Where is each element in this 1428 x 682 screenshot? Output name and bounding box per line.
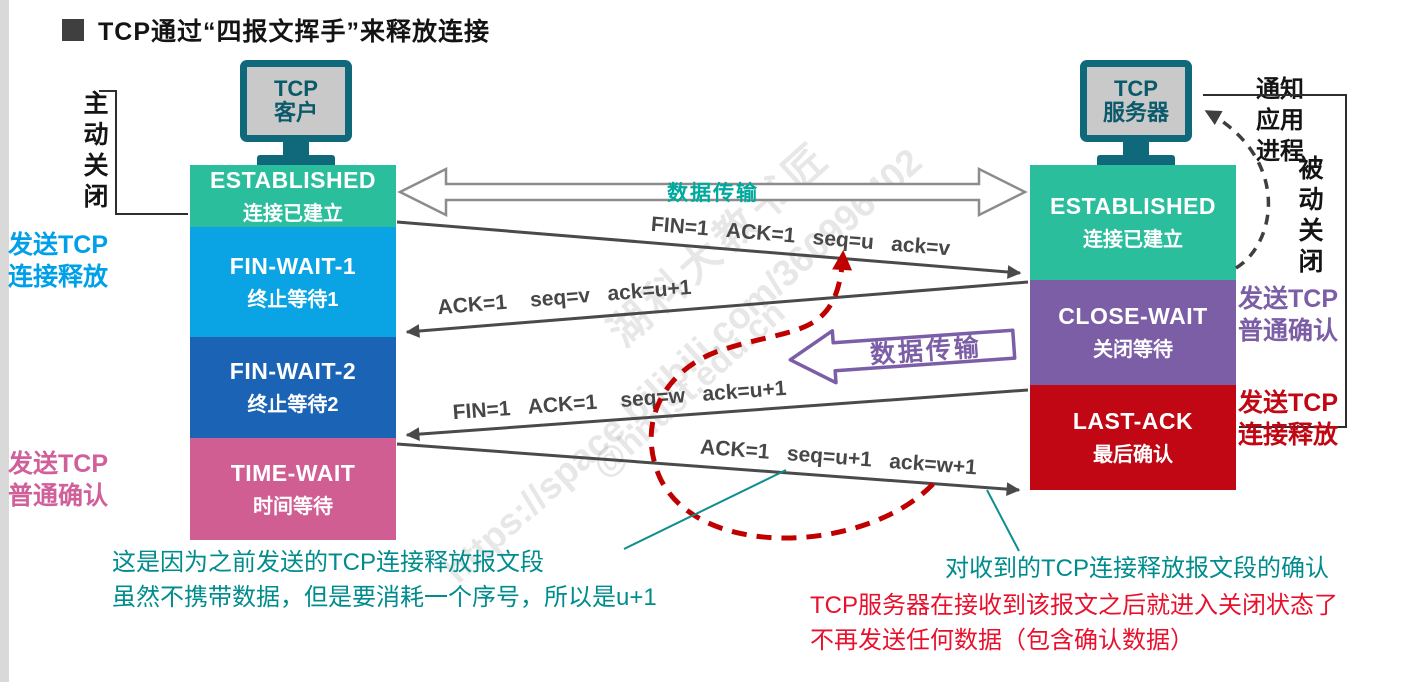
fin2-arrow: [405, 388, 1029, 441]
client-device-label: TCP 客户: [274, 77, 318, 125]
label-line: 连接释放: [8, 263, 109, 291]
label-line: 发送TCP: [1238, 285, 1339, 313]
seq-note-line2: 虽然不携带数据，但是要消耗一个序号，所以是u+1: [112, 584, 657, 611]
state-name-en: FIN-WAIT-2: [229, 358, 357, 384]
label-line: 发送TCP: [8, 231, 109, 259]
notify-app-line2: 应用: [1256, 107, 1304, 134]
client-monitor-frame: TCP 客户: [240, 60, 352, 142]
state-name-zh: 最后确认: [1093, 444, 1173, 466]
notify-app-line1: 通知: [1256, 76, 1304, 103]
server-close-note: TCP服务器在接收到该报文之后就进入关闭状态了 不再发送任何数据（包含确认数据）: [810, 588, 1338, 658]
label-line: 发送TCP: [1238, 389, 1339, 417]
state-name-en: CLOSE-WAIT: [1058, 303, 1208, 329]
data-transfer-banner-shape: [788, 328, 1017, 385]
state-name-en: LAST-ACK: [1072, 408, 1194, 434]
passive-close-label: 被动关闭: [1295, 155, 1323, 279]
client-state-fin-wait-2: FIN-WAIT-2 终止等待2: [190, 337, 396, 438]
state-name-zh: 连接已建立: [1083, 229, 1183, 251]
ack-note-pointer-line: [986, 489, 1020, 552]
server-send-release-label: 发送TCP 连接释放: [1238, 387, 1338, 451]
active-close-label: 主动关闭: [80, 90, 108, 214]
title-bullet-square: [62, 19, 84, 41]
state-name-zh: 终止等待2: [247, 394, 339, 416]
passive-close-bracket: [1203, 94, 1347, 428]
fin2-label: FIN=1 ACK=1 seq=w ack=u+1: [452, 377, 788, 424]
data-transfer-double-arrow: [397, 166, 1028, 218]
server-device-label-line1: TCP: [1113, 76, 1158, 101]
diagram-title: TCP通过“四报文挥手”来释放连接: [62, 12, 490, 48]
label-line: 普通确认: [8, 482, 109, 510]
data-transfer-top-label: 数据传输: [667, 181, 759, 205]
server-monitor-neck: [1123, 142, 1149, 155]
label-line: 连接释放: [1238, 421, 1339, 449]
server-close-line1: TCP服务器在接收到该报文之后就进入关闭状态了: [810, 592, 1338, 619]
server-device-label: TCP 服务器: [1103, 77, 1169, 125]
client-monitor-neck: [283, 142, 309, 155]
client-computer-icon: TCP 客户: [240, 60, 352, 171]
label-line: 发送TCP: [8, 450, 109, 478]
seq-note-pointer-line: [623, 469, 787, 550]
state-name-en: ESTABLISHED: [209, 166, 377, 193]
server-state-close-wait: CLOSE-WAIT 关闭等待: [1030, 280, 1236, 385]
left-edge-strip: [0, 0, 9, 682]
server-close-line2: 不再发送任何数据（包含确认数据）: [810, 627, 1194, 654]
notify-app-line3: 进程: [1256, 138, 1304, 165]
notify-app-label: 通知 应用 进程: [1256, 74, 1304, 167]
state-name-en: TIME-WAIT: [230, 459, 356, 486]
seq-consumption-dashed-arrow: [648, 250, 935, 541]
client-state-time-wait: TIME-WAIT 时间等待: [190, 438, 396, 540]
label-line: 普通确认: [1238, 317, 1339, 345]
fin1-label: FIN=1 ACK=1 seq=u ack=v: [650, 213, 951, 261]
data-transfer-banner: 数据传输: [788, 328, 1017, 385]
notify-app-dashed-arrow: [1204, 109, 1271, 270]
title-text: TCP通过“四报文挥手”来释放连接: [98, 18, 491, 46]
active-close-bracket: [99, 90, 188, 215]
client-state-established: ESTABLISHED 连接已建立: [190, 165, 396, 227]
server-state-established: ESTABLISHED 连接已建立: [1030, 165, 1236, 280]
client-state-fin-wait-1: FIN-WAIT-1 终止等待1: [190, 227, 396, 337]
state-name-zh: 终止等待1: [247, 288, 339, 311]
server-monitor-frame: TCP 服务器: [1080, 60, 1192, 142]
ack2-arrow: [396, 442, 1021, 496]
client-send-release-label: 发送TCP 连接释放: [8, 229, 108, 293]
server-device-label-line2: 服务器: [1102, 100, 1169, 125]
client-device-label-line2: 客户: [273, 100, 318, 125]
state-name-zh: 连接已建立: [243, 202, 343, 225]
ack1-arrow: [405, 280, 1029, 338]
server-computer-icon: TCP 服务器: [1080, 60, 1192, 171]
seq-note-line1: 这是因为之前发送的TCP连接释放报文段: [112, 549, 544, 576]
state-name-en: ESTABLISHED: [1049, 193, 1217, 219]
state-name-en: FIN-WAIT-1: [229, 252, 357, 279]
ack-note: 对收到的TCP连接释放报文段的确认: [945, 555, 1329, 582]
client-send-ack-label: 发送TCP 普通确认: [8, 448, 108, 512]
seq-consumption-note: 这是因为之前发送的TCP连接释放报文段 虽然不携带数据，但是要消耗一个序号，所以…: [112, 545, 657, 615]
server-send-ack-label: 发送TCP 普通确认: [1238, 283, 1338, 347]
fin1-arrow: [396, 220, 1022, 279]
client-device-label-line1: TCP: [273, 76, 318, 101]
state-name-zh: 时间等待: [253, 495, 333, 518]
server-state-last-ack: LAST-ACK 最后确认: [1030, 385, 1236, 490]
state-name-zh: 关闭等待: [1093, 339, 1173, 361]
ack2-label: ACK=1 seq=u+1 ack=w+1: [699, 436, 978, 480]
